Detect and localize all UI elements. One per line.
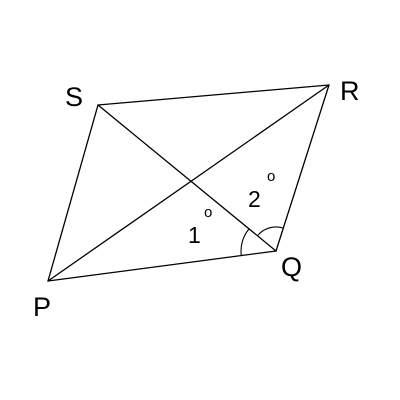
vertex-label-q: Q — [281, 252, 302, 282]
vertex-label-p: P — [33, 292, 51, 322]
angle-2-arc — [256, 226, 284, 237]
side-sp — [47, 104, 99, 282]
diagonal-pr — [47, 84, 330, 282]
vertex-label-s: S — [65, 82, 83, 112]
side-qr — [275, 84, 330, 252]
angle-1-degree-mark: o — [204, 204, 212, 221]
side-pq — [47, 250, 277, 282]
diagonal-sq — [97, 104, 277, 252]
angle-2-label: 2 — [248, 186, 261, 212]
angle-1-arc — [240, 228, 250, 256]
vertex-label-r: R — [340, 76, 360, 106]
angle-2-degree-mark: o — [267, 168, 275, 185]
angle-1-label: 1 — [188, 222, 201, 248]
side-rs — [97, 84, 330, 106]
